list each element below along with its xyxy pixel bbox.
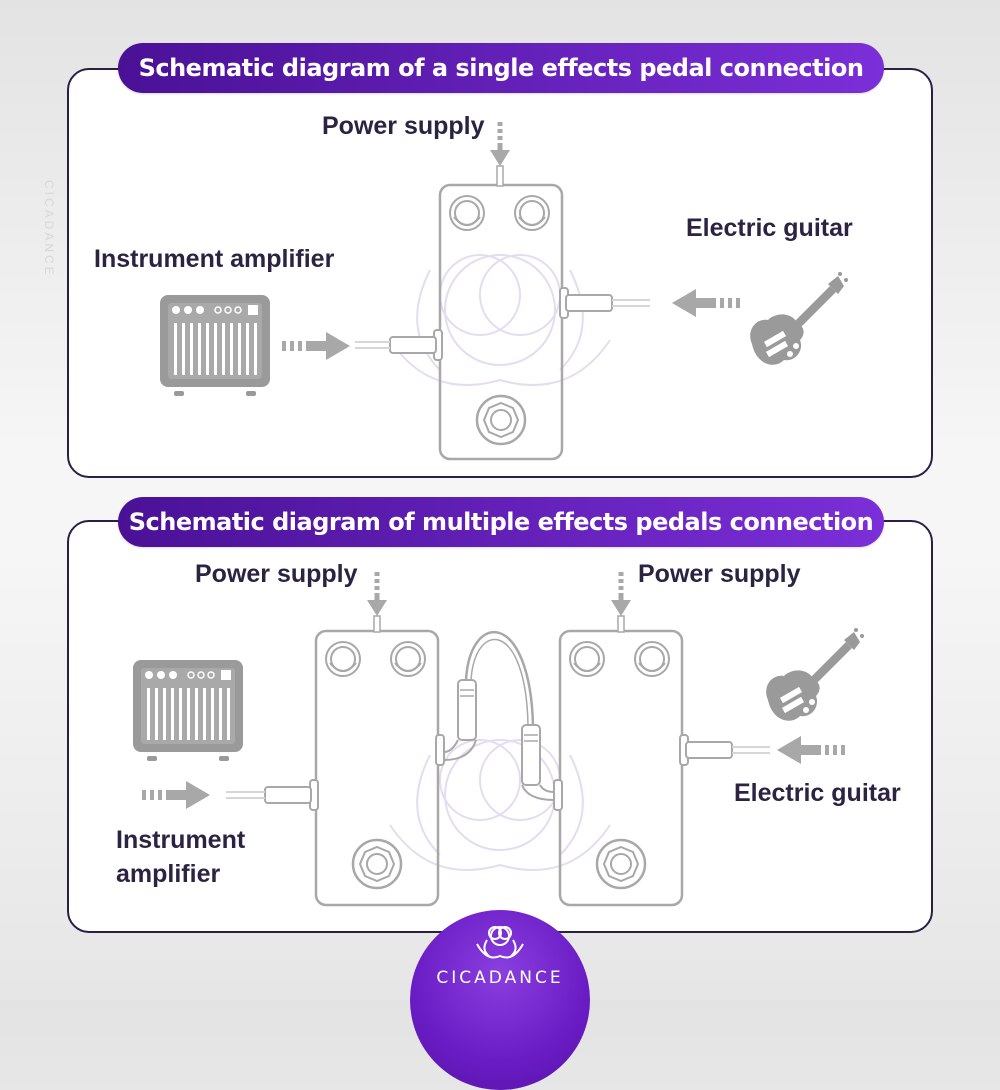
instrument-amplifier-label: Instrument amplifier: [94, 245, 335, 273]
electric-guitar-label: Electric guitar: [686, 214, 853, 242]
cicadance-logo-icon: [476, 926, 524, 959]
brand-name: CICADANCE: [436, 968, 564, 988]
power-supply-left-label: Power supply: [195, 560, 358, 588]
single-pedal-title: Schematic diagram of a single effects pe…: [118, 43, 884, 93]
electric-guitar-label: Electric guitar: [734, 779, 901, 807]
power-supply-right-label: Power supply: [638, 560, 801, 588]
power-supply-label: Power supply: [322, 112, 485, 140]
side-watermark: CICADANCE: [42, 180, 56, 278]
instrument-amplifier-label-line1: Instrument: [116, 826, 246, 854]
instrument-amplifier-label-line2: amplifier: [116, 860, 221, 888]
multiple-pedals-title: Schematic diagram of multiple effects pe…: [118, 497, 884, 547]
